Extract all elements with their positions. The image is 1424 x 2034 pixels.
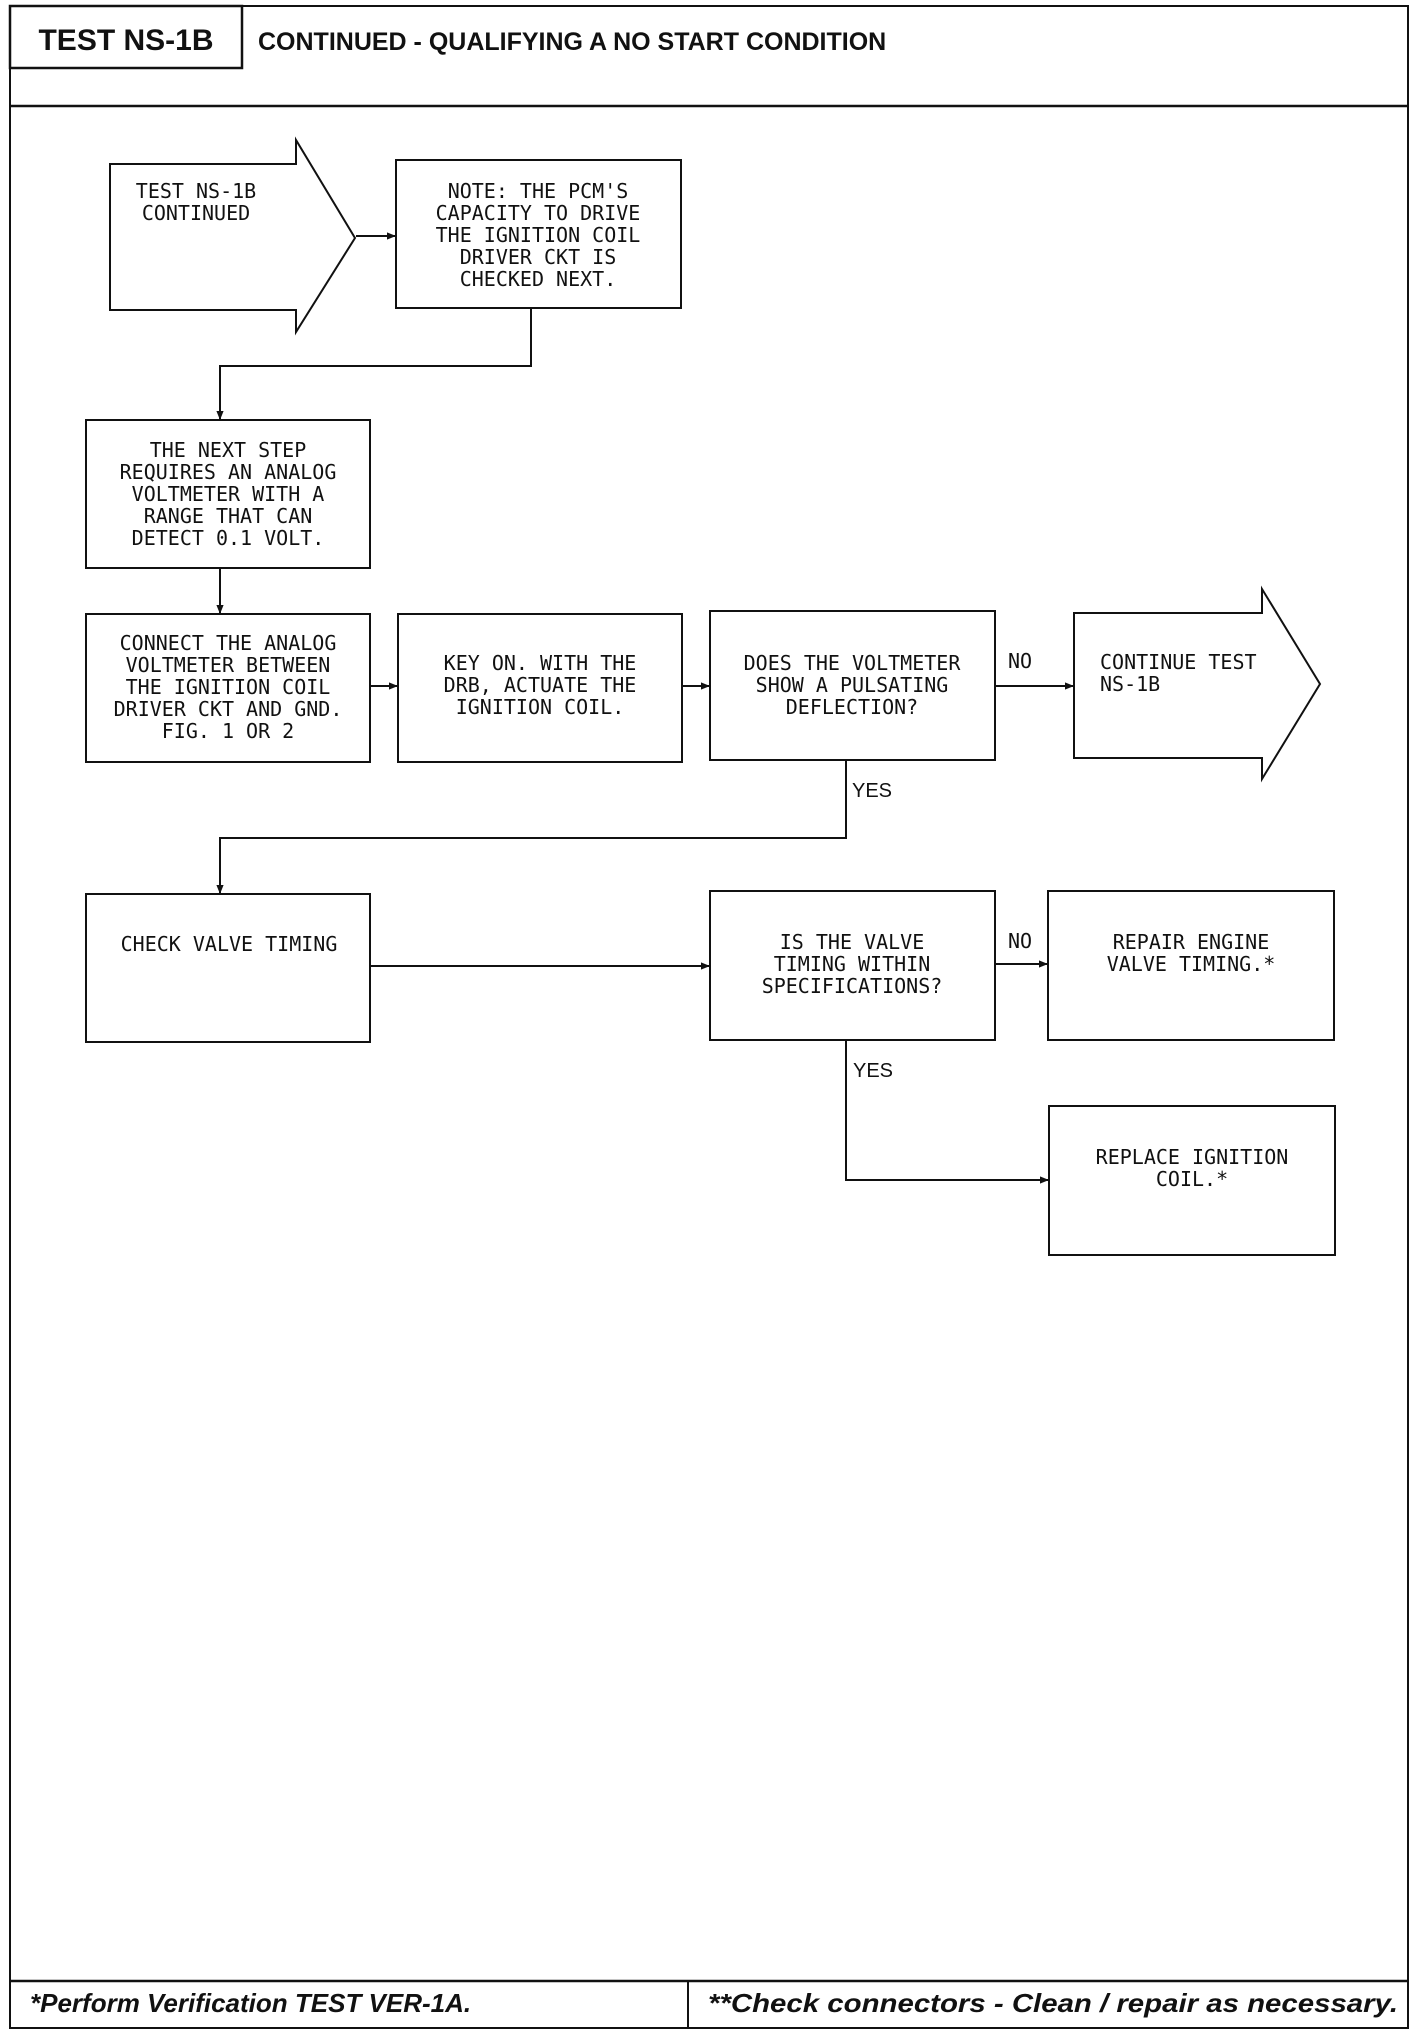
text-line: CONTINUE TEST bbox=[1100, 650, 1257, 674]
header: TEST NS-1B CONTINUED - QUALIFYING A NO S… bbox=[8, 4, 1408, 108]
text-line: THE IGNITION COIL bbox=[126, 675, 331, 699]
page-title: CONTINUED - QUALIFYING A NO START CONDIT… bbox=[258, 28, 886, 56]
text-line: DRB, ACTUATE THE bbox=[444, 673, 637, 697]
branch-labels: NO YES NO YES bbox=[852, 649, 1032, 1082]
text-line: IGNITION COIL. bbox=[456, 695, 625, 719]
text-line: DRIVER CKT AND GND. bbox=[114, 697, 343, 721]
check-valve-timing-text: CHECK VALVE TIMING bbox=[121, 932, 338, 956]
text-line: SHOW A PULSATING bbox=[756, 673, 949, 697]
text-line: REQUIRES AN ANALOG bbox=[120, 460, 337, 484]
no-label-voltmeter: NO bbox=[1008, 649, 1032, 673]
text-line: FIG. 1 OR 2 bbox=[162, 719, 294, 743]
no-label-valve: NO bbox=[1008, 929, 1032, 953]
text-line: SPECIFICATIONS? bbox=[762, 974, 943, 998]
connectors bbox=[216, 232, 1074, 1184]
yes-label-valve: YES bbox=[853, 1060, 893, 1082]
yes-label-voltmeter: YES bbox=[852, 780, 892, 802]
check-valve-timing-box: CHECK VALVE TIMING bbox=[85, 893, 371, 1043]
text-line: NS-1B bbox=[1100, 672, 1160, 696]
text-line: CAPACITY TO DRIVE bbox=[436, 201, 641, 225]
text-line: CHECKED NEXT. bbox=[460, 267, 617, 291]
text-line: CONTINUED bbox=[142, 201, 250, 225]
text-line: DRIVER CKT IS bbox=[460, 245, 617, 269]
text-line: TEST NS-1B bbox=[136, 179, 256, 203]
text-line: CONNECT THE ANALOG bbox=[120, 631, 337, 655]
text-line: TIMING WITHIN bbox=[774, 952, 931, 976]
text-line: RANGE THAT CAN bbox=[144, 504, 313, 528]
text-line: DETECT 0.1 VOLT. bbox=[132, 526, 325, 550]
footer-left-note: *Perform Verification TEST VER-1A. bbox=[30, 1988, 471, 2018]
test-id-box bbox=[8, 4, 244, 70]
text-line: REPLACE IGNITION bbox=[1096, 1145, 1289, 1169]
test-id: TEST NS-1B bbox=[38, 24, 213, 57]
text-line: VOLTMETER WITH A bbox=[132, 482, 325, 506]
outer-frame bbox=[9, 5, 1409, 2029]
text-line: IS THE VALVE bbox=[780, 930, 925, 954]
text-line: THE NEXT STEP bbox=[150, 438, 307, 462]
text-line: DOES THE VOLTMETER bbox=[744, 651, 962, 675]
text-line: REPAIR ENGINE bbox=[1113, 930, 1270, 954]
text-line: DEFLECTION? bbox=[786, 695, 918, 719]
footer-right-note: **Check connectors - Clean / repair as n… bbox=[708, 1988, 1398, 2018]
text-line: COIL.* bbox=[1156, 1167, 1228, 1191]
footer: *Perform Verification TEST VER-1A. **Che… bbox=[10, 1979, 1408, 2028]
text-line: VALVE TIMING.* bbox=[1107, 952, 1276, 976]
text-line: KEY ON. WITH THE bbox=[444, 651, 637, 675]
text-line: VOLTMETER BETWEEN bbox=[126, 653, 331, 677]
text-line: THE IGNITION COIL bbox=[436, 223, 641, 247]
text-line: NOTE: THE PCM'S bbox=[448, 179, 629, 203]
text-line: CHECK VALVE TIMING bbox=[121, 932, 338, 956]
